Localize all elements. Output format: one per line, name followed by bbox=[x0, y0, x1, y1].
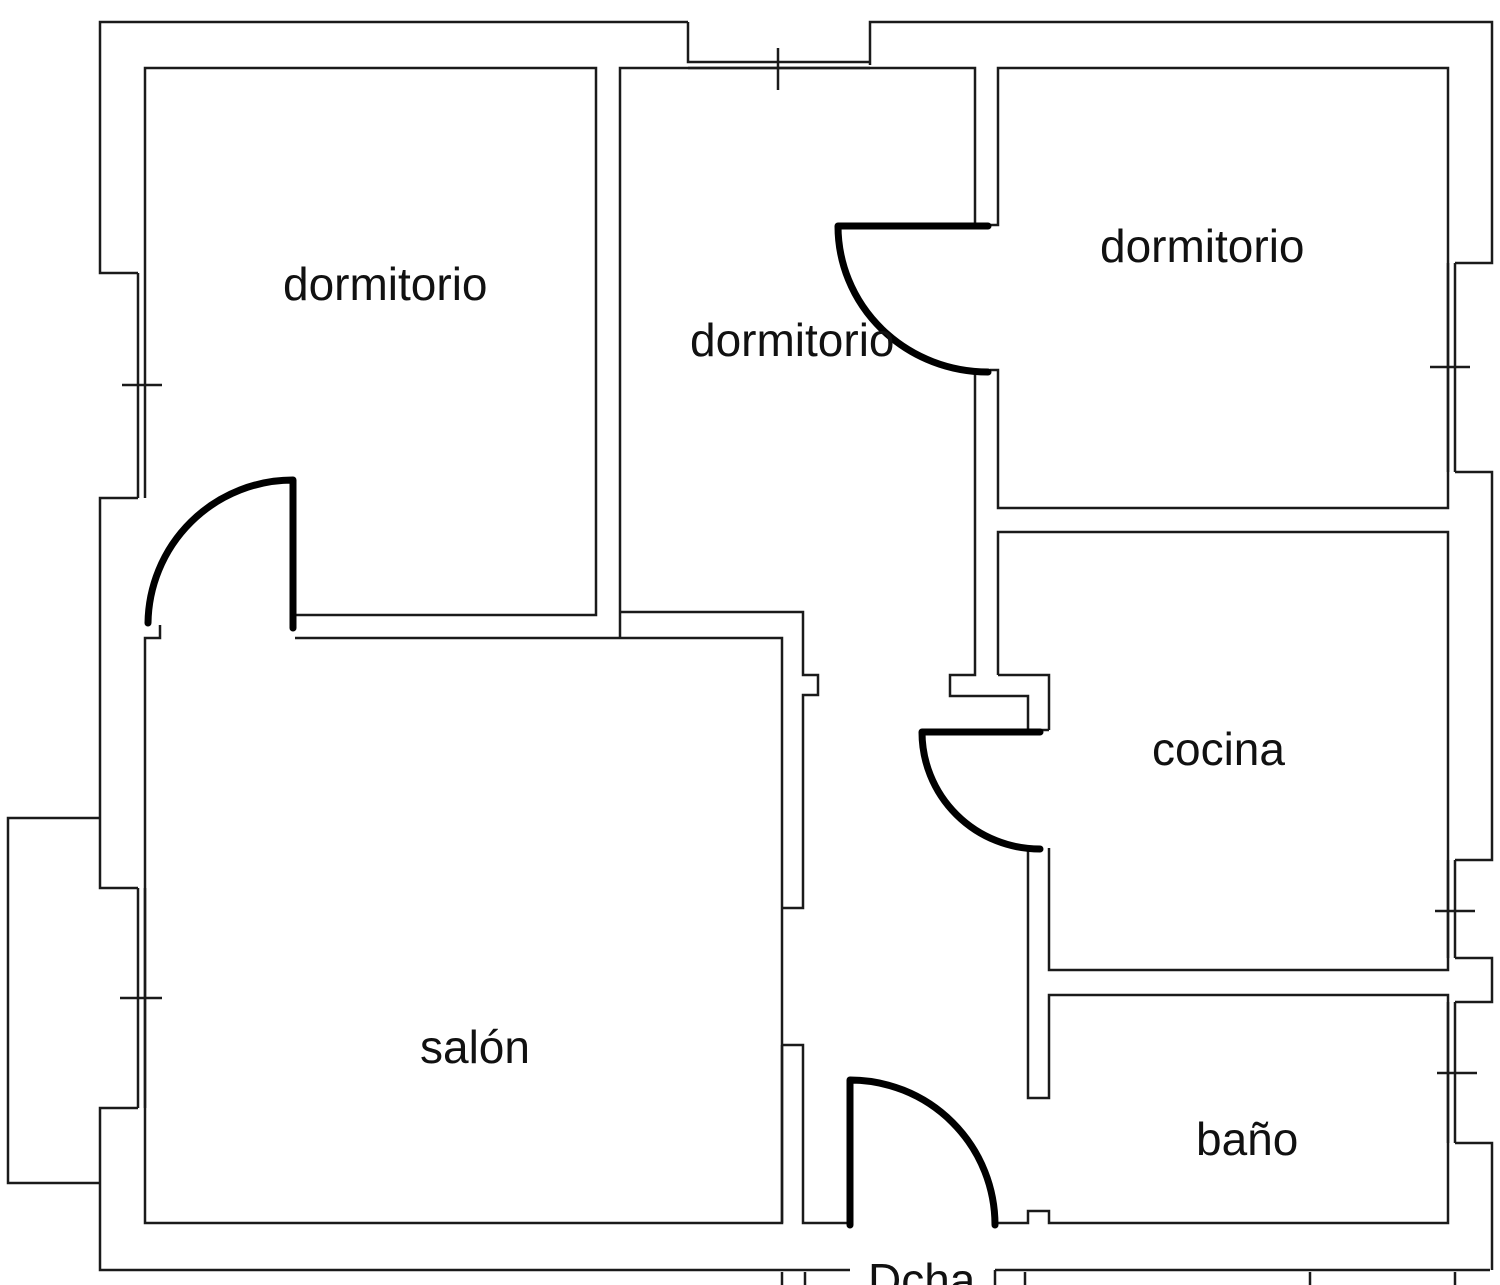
room-label-salon: salón bbox=[420, 1021, 530, 1073]
entrance-label: Dcha bbox=[868, 1254, 976, 1285]
room-label-dormitorio-left: dormitorio bbox=[283, 258, 488, 310]
interior-walls bbox=[143, 66, 1457, 1285]
door-left-bedroom bbox=[144, 476, 297, 632]
room-labels: dormitorio dormitorio dormitorio cocina … bbox=[283, 220, 1305, 1285]
outer-walls bbox=[6, 20, 1494, 1272]
door-entrance bbox=[846, 1076, 999, 1229]
room-label-cocina: cocina bbox=[1152, 723, 1285, 775]
door-right-bedroom bbox=[834, 222, 992, 376]
doors bbox=[144, 222, 1044, 1229]
room-label-bano: baño bbox=[1196, 1113, 1298, 1165]
room-label-dormitorio-right: dormitorio bbox=[1100, 220, 1305, 272]
window-marks bbox=[120, 48, 1477, 1075]
door-kitchen bbox=[918, 728, 1044, 853]
room-label-dormitorio-center: dormitorio bbox=[690, 314, 895, 366]
